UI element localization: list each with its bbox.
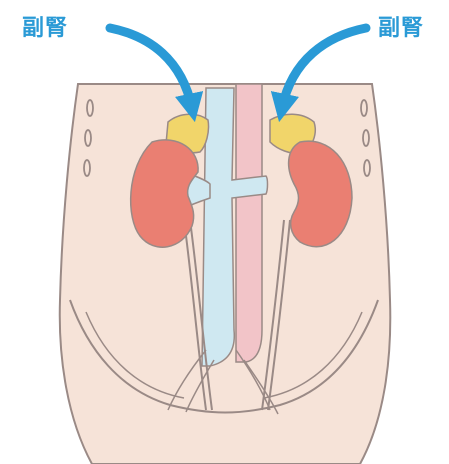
kidney-left xyxy=(131,140,198,247)
aorta xyxy=(236,84,262,362)
